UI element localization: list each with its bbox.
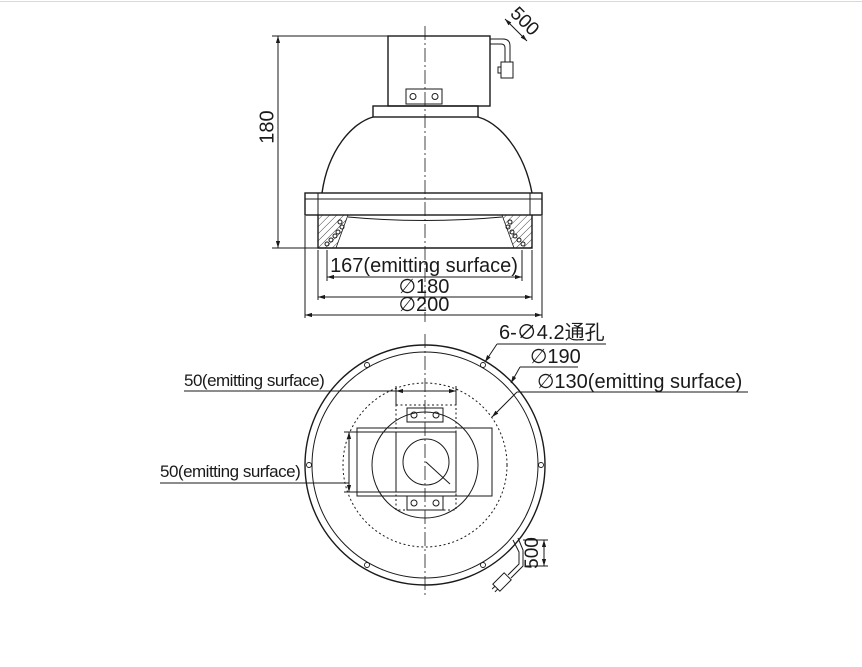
inner-diameter-label: ∅180 [399,276,450,298]
screw-plate-bottom [406,495,444,511]
emitting-width-label: 167(emitting surface) [330,255,518,277]
coil-icon [339,224,345,230]
mounting-hole-icon [480,562,486,568]
cable-top [490,38,511,62]
mounting-hole-icon [364,362,370,368]
mounting-holes-label: 6-∅4.2通孔 [499,321,605,344]
screw-icon [410,411,418,419]
emitting-surface-line [347,216,503,221]
mounting-hole-icon [538,462,544,468]
connector-pin [491,585,496,590]
coil-icon [520,241,526,247]
housing-outline [356,427,493,497]
dome-shell [321,116,533,194]
connector-pin [494,588,499,593]
screw-icon [409,93,417,100]
coil-icon [324,241,330,247]
ring-diameter-leader [510,366,521,384]
cable-connector-top [500,61,514,79]
hatch-section-left [317,214,349,249]
housing-screw-plate [405,88,443,105]
side-view: 500 [256,3,543,322]
coil-icon [507,219,513,225]
inner-aperture-circle [371,411,479,519]
emitting-square [395,431,457,493]
cable-length-dim-line-top [504,18,528,42]
mounting-flange [372,105,479,118]
screw-icon [431,93,439,100]
cable-bottom [507,537,524,579]
coil-icon [516,237,522,243]
coil-icon [509,229,515,235]
hatch-section-right [501,214,533,249]
housing-dotted-outline [395,404,457,511]
coil-icon [332,233,338,239]
holes-leader [484,343,498,363]
coil-icon [337,219,343,225]
lens-circle [402,438,450,486]
connector-body [492,572,512,592]
cable-connector-bottom [491,572,512,593]
coil-icon [505,224,511,230]
screw-plate-top [406,407,444,423]
cable-length-label-bottom: 500 [522,537,543,569]
coil-icon [335,229,341,235]
screw-icon [432,411,440,419]
screw-icon [410,499,418,507]
screw-icon [432,499,440,507]
lens-diagonal [425,461,451,485]
ring-diameter-label: ∅190 [530,346,581,368]
ring-circle [311,351,539,579]
coil-icon [512,233,518,239]
mounting-hole-icon [364,562,370,568]
cable-length-label-top: 500 [506,3,543,40]
height-label: 180 [256,110,278,143]
mounting-hole-icon [306,462,312,468]
connector-latch [497,66,502,74]
emitting-diameter-leader [491,391,518,418]
coil-icon [328,237,334,243]
bottom-view: 6-∅4.2通孔 ∅190 ∅130(emitting surface) 50(… [160,321,748,597]
led-coils-right [505,219,526,247]
emitting-circle [342,382,508,548]
led-coils-left [324,219,345,247]
emitting-width-label-bottom: 50(emitting surface) [184,371,324,390]
emitting-height-label: 50(emitting surface) [160,462,300,481]
camera-housing [387,35,491,107]
rim-band [304,192,543,216]
outer-rim-circle [304,344,546,586]
mounting-hole-icon [480,362,486,368]
outer-diameter-label: ∅200 [399,294,450,316]
emitting-diameter-label: ∅130(emitting surface) [537,371,742,393]
